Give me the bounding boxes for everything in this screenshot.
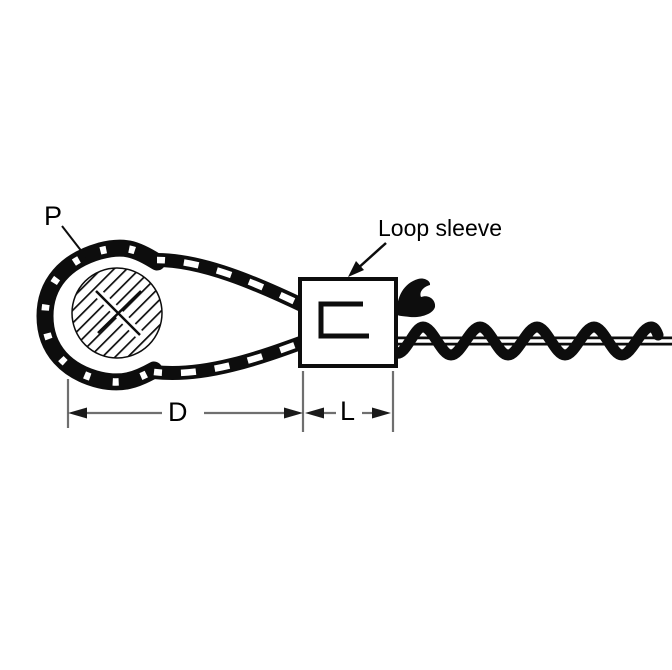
- rope-end-claw: [396, 278, 436, 318]
- arrow-d-left: [68, 407, 87, 419]
- wire-rope-loop: [36, 239, 313, 391]
- loop-sleeve-marking: [318, 301, 369, 339]
- callouts: [61, 225, 387, 277]
- loop-sleeve-label: Loop sleeve: [378, 215, 503, 241]
- dimension-d-label: D: [168, 397, 188, 427]
- pitch-label: P: [44, 201, 63, 231]
- coiled-strand: [390, 321, 664, 361]
- thimble-cross-section: [71, 267, 163, 359]
- p-leader-line: [61, 225, 87, 258]
- dimension-arrowheads: [68, 407, 391, 419]
- dimension-l-label: L: [340, 396, 356, 426]
- loop-sleeve-arrowhead: [348, 261, 364, 277]
- arrow-d-right: [284, 407, 303, 419]
- straight-rope: [390, 278, 672, 361]
- loop-sleeve: [298, 277, 398, 368]
- loop-sleeve-leader-line: [355, 242, 387, 271]
- arrow-l-right: [372, 407, 391, 419]
- arrow-l-left: [305, 407, 324, 419]
- loop-sleeve-body: [298, 277, 398, 368]
